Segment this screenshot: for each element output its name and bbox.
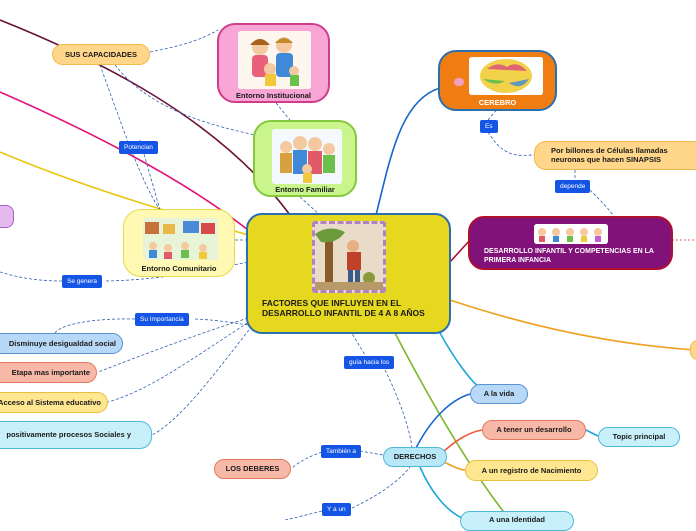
node-topic-principal-label: Topic principal bbox=[612, 432, 666, 442]
dash-central-procesos bbox=[151, 321, 256, 436]
node-disminuye-desigualdad[interactable]: Disminuye desigualdad social bbox=[0, 333, 123, 354]
family-group-icon bbox=[272, 129, 342, 184]
tag-tambien-a[interactable]: También a bbox=[321, 445, 361, 458]
node-topic-principal[interactable]: Topic principal bbox=[598, 427, 680, 447]
node-a-la-vida-label: A la vida bbox=[483, 389, 515, 399]
dash-institucional-familiar bbox=[275, 102, 291, 121]
tag-su-importancia[interactable]: Su Importancia bbox=[135, 313, 189, 326]
node-tener-desarrollo-label: A tener un desarrollo bbox=[496, 425, 572, 435]
node-registro-nacimiento-label: A un registro de Nacimiento bbox=[481, 465, 582, 475]
brain-illustration-icon bbox=[469, 57, 543, 95]
family-illustration-icon bbox=[238, 31, 311, 89]
tag-potencian[interactable]: Potencian bbox=[119, 141, 158, 154]
dash-central-etapa bbox=[97, 317, 249, 373]
node-sinapsis[interactable]: Por billones de Células llamadas neurona… bbox=[534, 141, 696, 170]
node-entorno-familiar[interactable]: Entorno Familiar bbox=[253, 120, 357, 197]
dash-yaun bbox=[284, 510, 323, 520]
node-acceso-sistema-label: Acceso al Sistema educativo bbox=[0, 397, 101, 407]
node-sus-capacidades[interactable]: SUS CAPACIDADES bbox=[52, 44, 150, 65]
node-etapa-importante-label: Etapa mas importante bbox=[11, 367, 90, 377]
branch-line-red-desarrollo bbox=[449, 239, 471, 263]
node-sus-capacidades-label: SUS CAPACIDADES bbox=[65, 49, 137, 59]
mind-map: SUS CAPACIDADES Entorno Institucional bbox=[0, 19, 696, 531]
dash-capacidades-comunitario bbox=[99, 64, 161, 211]
dash-capacidades-familiar bbox=[114, 64, 256, 136]
tag-guia-hacia[interactable]: guía hacia los bbox=[344, 356, 395, 369]
node-central-topic[interactable]: FACTORES QUE INFLUYEN EN EL DESARROLLO I… bbox=[246, 213, 451, 334]
derechos-to-tener bbox=[439, 429, 483, 456]
node-registro-nacimiento[interactable]: A un registro de Nacimiento bbox=[465, 460, 598, 481]
child-tree-illustration-icon bbox=[312, 221, 386, 293]
derechos-to-identidad bbox=[419, 466, 463, 519]
branch-line-blue-cerebro bbox=[375, 87, 441, 216]
branch-line-cyan bbox=[439, 332, 481, 389]
children-row-illustration-icon bbox=[534, 224, 608, 244]
node-right-orange-partial[interactable] bbox=[690, 340, 696, 360]
node-entorno-comunitario[interactable]: Entorno Comunitario bbox=[123, 209, 235, 277]
node-procesos-sociales-label: positivamente procesos Sociales y bbox=[6, 430, 131, 440]
dash-es-sinapsis bbox=[487, 131, 536, 156]
node-etapa-importante[interactable]: Etapa mas importante bbox=[0, 362, 97, 383]
node-cerebro-label: CEREBRO bbox=[478, 98, 517, 107]
tag-se-genera[interactable]: Se genera bbox=[62, 275, 102, 288]
tag-y-a-un[interactable]: Y a un bbox=[322, 503, 351, 516]
node-desarrollo-infantil-label: DESARROLLO INFANTIL Y COMPETENCIAS EN LA… bbox=[484, 248, 654, 264]
node-entorno-institucional-label: Entorno Institucional bbox=[236, 91, 311, 100]
node-entorno-comunitario-label: Entorno Comunitario bbox=[141, 264, 217, 273]
dash-capacidades-institucional bbox=[149, 29, 219, 53]
dash-importancia-desigualdad bbox=[54, 318, 136, 334]
node-tener-desarrollo[interactable]: A tener un desarrollo bbox=[482, 420, 586, 440]
dash-central-sistema bbox=[107, 319, 253, 403]
dash-tambien-derechos bbox=[359, 450, 384, 456]
tag-depende[interactable]: depende bbox=[555, 180, 591, 193]
dash-depende-desarrollo bbox=[589, 189, 616, 219]
tag-es[interactable]: Es bbox=[480, 120, 498, 133]
community-scene-icon bbox=[143, 218, 218, 260]
dash-segenera-left bbox=[0, 271, 63, 282]
node-entorno-institucional[interactable]: Entorno Institucional bbox=[217, 23, 330, 103]
tener-to-topic bbox=[585, 429, 599, 437]
node-cerebro[interactable]: CEREBRO bbox=[438, 50, 557, 111]
node-derechos-label: DERECHOS bbox=[393, 452, 437, 462]
node-central-title: FACTORES QUE INFLUYEN EN EL DESARROLLO I… bbox=[262, 298, 425, 319]
node-derechos[interactable]: DERECHOS bbox=[383, 447, 447, 467]
branch-line-magenta bbox=[0, 91, 259, 239]
brain-small-icon bbox=[454, 78, 464, 86]
dash-tambien-deberes bbox=[291, 451, 323, 469]
node-una-identidad[interactable]: A una Identidad bbox=[460, 511, 574, 531]
node-sinapsis-label: Por billones de Células llamadas neurona… bbox=[551, 146, 668, 165]
dash-familiar-central bbox=[299, 196, 321, 216]
node-acceso-sistema[interactable]: Acceso al Sistema educativo bbox=[0, 392, 108, 413]
dash-guia-derechos bbox=[384, 369, 413, 449]
connector-layer bbox=[0, 19, 696, 520]
node-entorno-familiar-label: Entorno Familiar bbox=[275, 185, 335, 194]
dash-yaun-derechos bbox=[351, 466, 411, 509]
node-left-purple-partial[interactable] bbox=[0, 205, 14, 228]
node-disminuye-desigualdad-label: Disminuye desigualdad social bbox=[8, 338, 116, 348]
node-desarrollo-infantil[interactable]: DESARROLLO INFANTIL Y COMPETENCIAS EN LA… bbox=[468, 216, 673, 270]
branch-line-orange-right bbox=[449, 299, 696, 351]
node-los-deberes-label: LOS DEBERES bbox=[225, 464, 280, 474]
node-a-la-vida[interactable]: A la vida bbox=[470, 384, 528, 404]
node-los-deberes[interactable]: LOS DEBERES bbox=[214, 459, 291, 479]
node-procesos-sociales[interactable]: positivamente procesos Sociales y bbox=[0, 421, 152, 449]
branch-line-green bbox=[394, 332, 511, 520]
derechos-to-vida bbox=[414, 393, 471, 451]
